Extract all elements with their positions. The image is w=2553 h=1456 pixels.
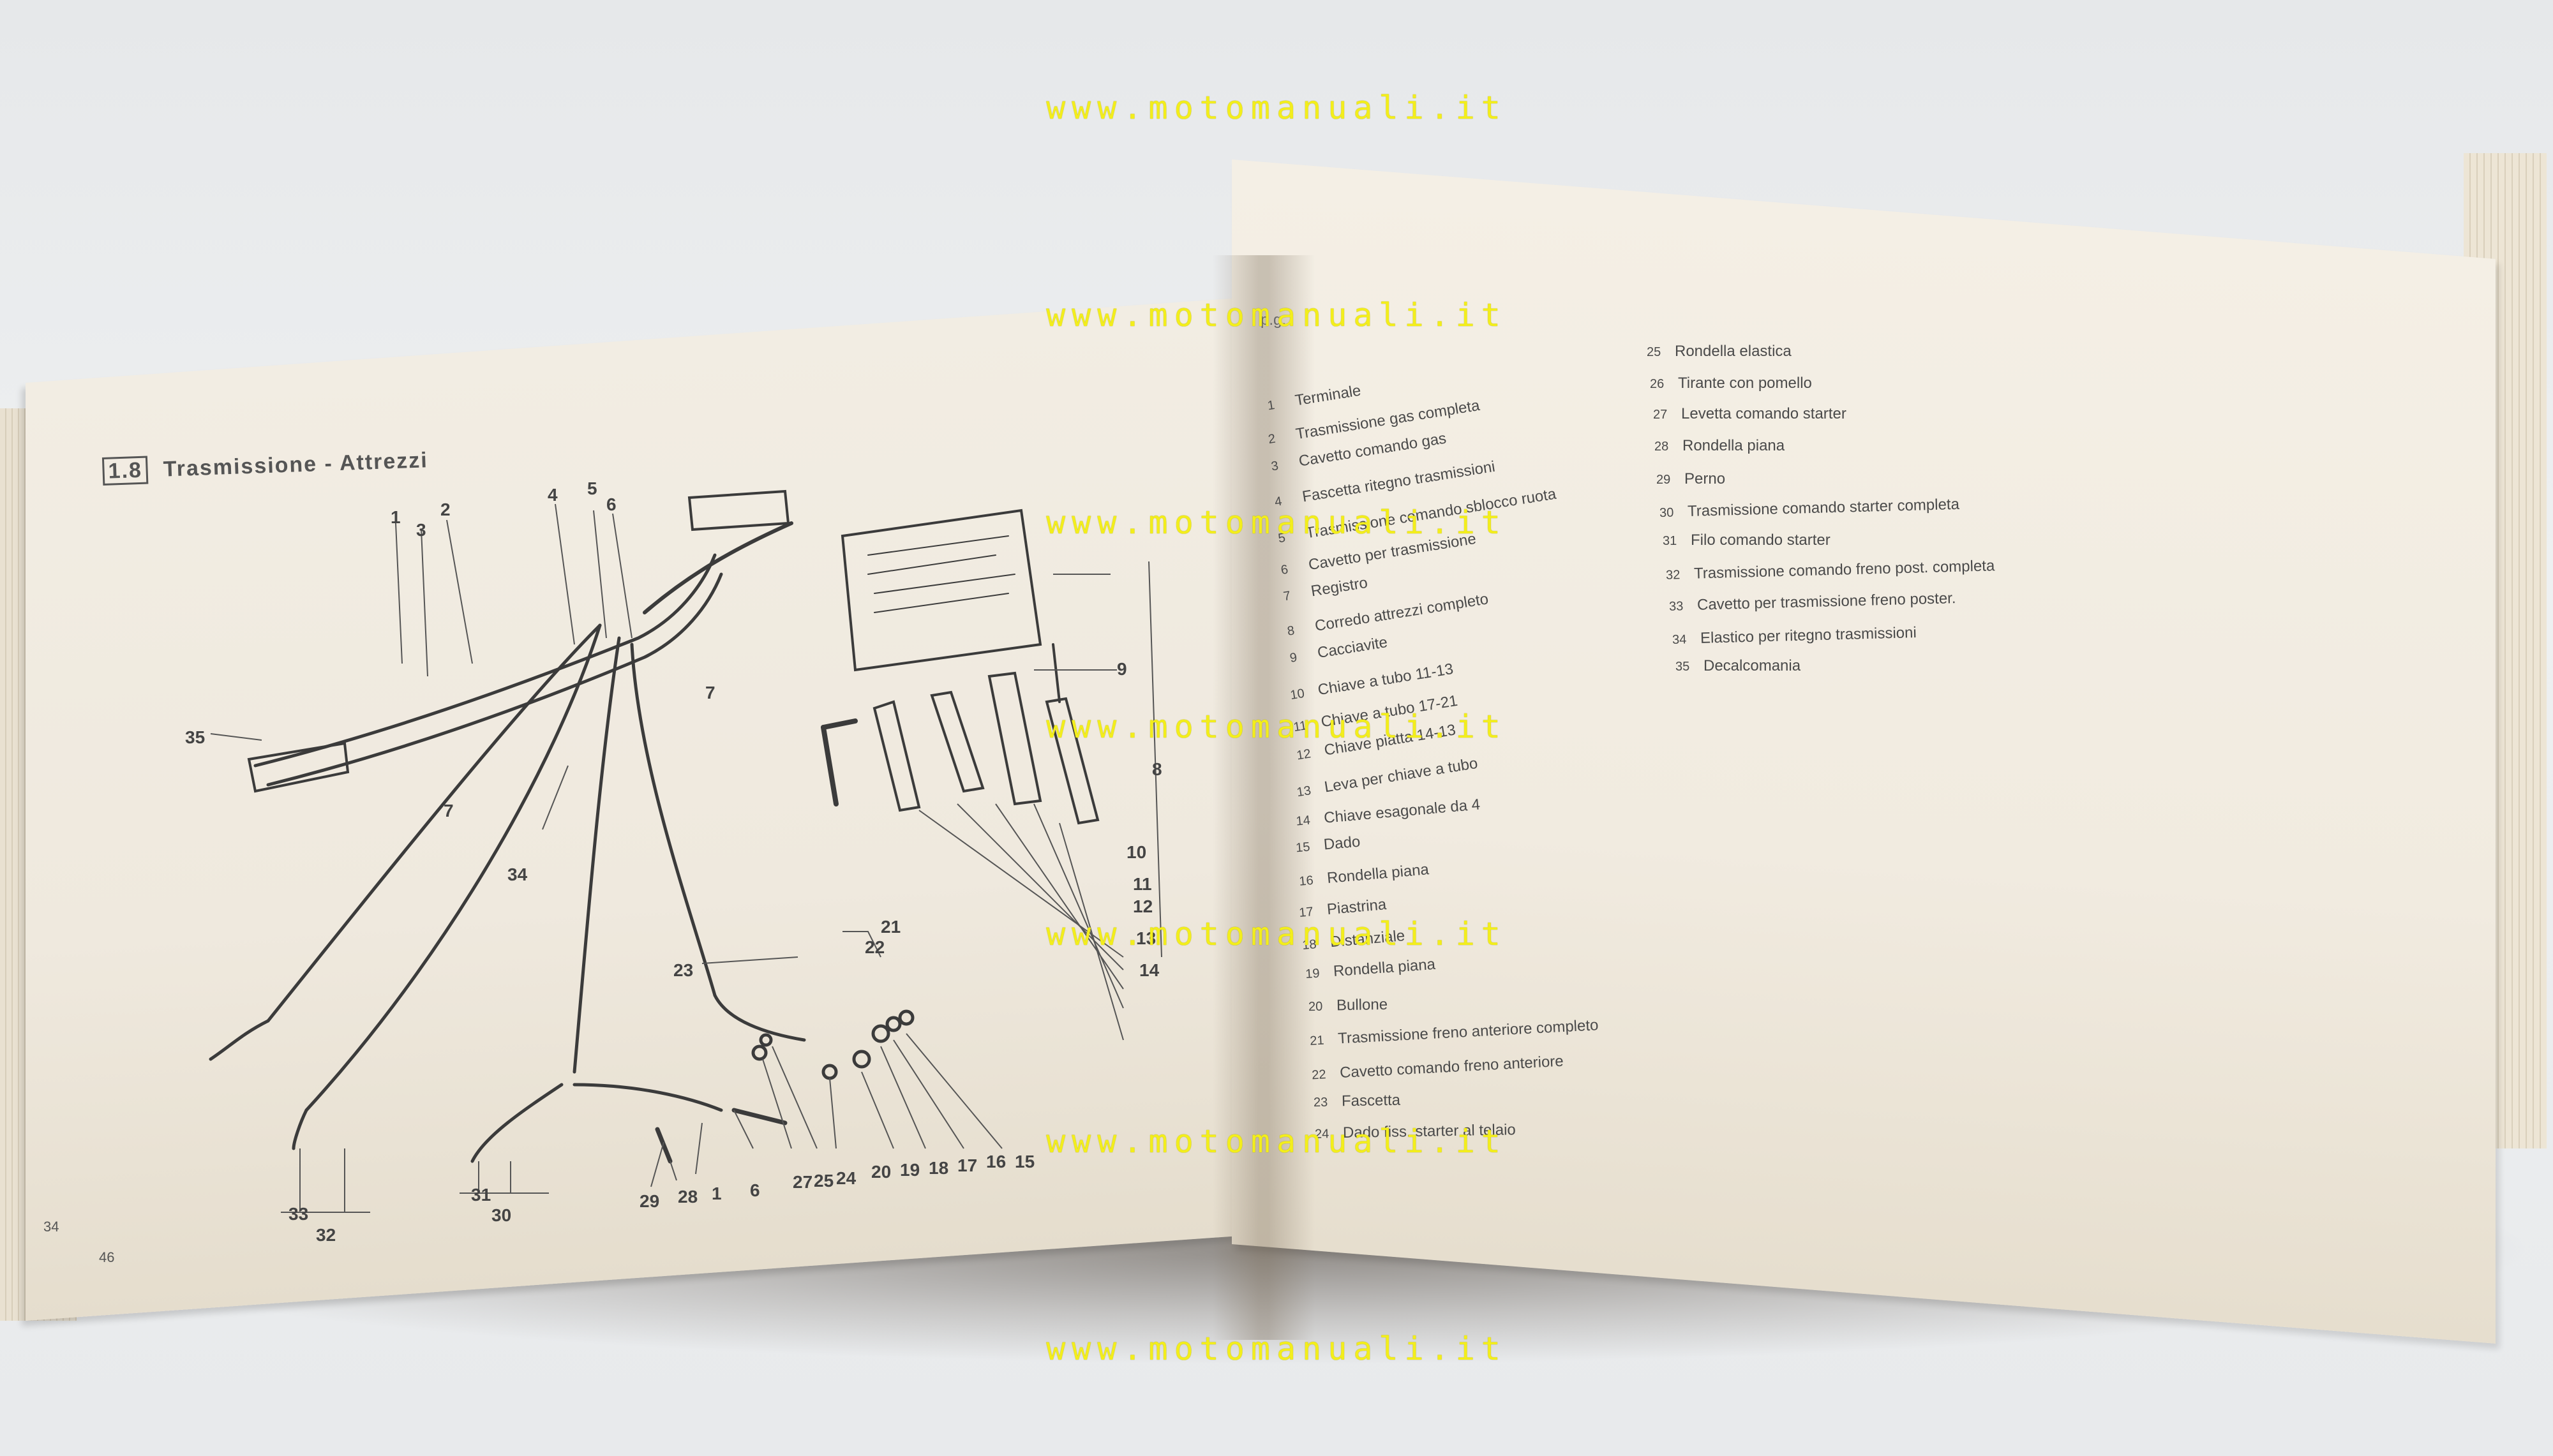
watermark-text: www.motomanuali.it [1046,916,1507,953]
watermark-text: www.motomanuali.it [1046,297,1507,334]
callout-33: 33 [288,1204,308,1224]
callout-1b: 1 [712,1184,722,1203]
callout-28: 28 [678,1187,698,1207]
callout-29: 29 [640,1191,659,1211]
callout-11: 11 [1133,874,1152,894]
callout-8: 8 [1152,759,1162,779]
callout-4: 4 [548,485,558,505]
callout-2: 2 [440,500,451,519]
watermark-text: www.motomanuali.it [1046,1123,1507,1160]
callout-17: 17 [957,1155,977,1175]
callout-16: 16 [986,1152,1006,1171]
callout-7b: 7 [444,801,454,821]
callout-21: 21 [881,917,901,937]
page-number-outer: 34 [43,1219,59,1235]
callout-6: 6 [606,494,617,514]
page-number-inner: 46 [99,1249,115,1265]
right-page-header-fragment: p.g. [1261,311,1287,329]
watermark-text: www.motomanuali.it [1046,708,1507,745]
callout-27: 27 [793,1172,812,1192]
callout-34: 34 [507,865,528,884]
book-gutter [1213,255,1315,1340]
callout-22: 22 [865,937,885,957]
callout-35: 35 [185,727,205,747]
callout-1: 1 [391,507,401,527]
callout-25: 25 [814,1171,834,1191]
callout-labels: 1 2 3 4 5 6 7 7 8 9 10 11 12 13 14 15 16… [185,479,1162,1245]
callout-12: 12 [1133,896,1153,916]
callout-13: 13 [1136,928,1156,948]
callout-6b: 6 [750,1180,760,1200]
callout-19: 19 [900,1160,920,1180]
callout-20: 20 [871,1162,891,1182]
watermark-text: www.motomanuali.it [1046,1330,1507,1367]
callout-3: 3 [416,520,426,540]
watermark-text: www.motomanuali.it [1046,89,1507,126]
callout-32: 32 [316,1225,336,1245]
callout-15: 15 [1015,1152,1035,1171]
callout-24: 24 [836,1168,857,1188]
callout-7a: 7 [705,683,715,702]
callout-10: 10 [1127,842,1146,862]
callout-14: 14 [1139,960,1160,980]
watermark-text: www.motomanuali.it [1046,504,1507,541]
callout-31: 31 [471,1185,491,1205]
callout-5: 5 [587,479,597,498]
callout-9: 9 [1117,659,1127,679]
callout-18: 18 [929,1158,948,1178]
callout-30: 30 [491,1205,511,1225]
callout-23: 23 [673,960,693,980]
